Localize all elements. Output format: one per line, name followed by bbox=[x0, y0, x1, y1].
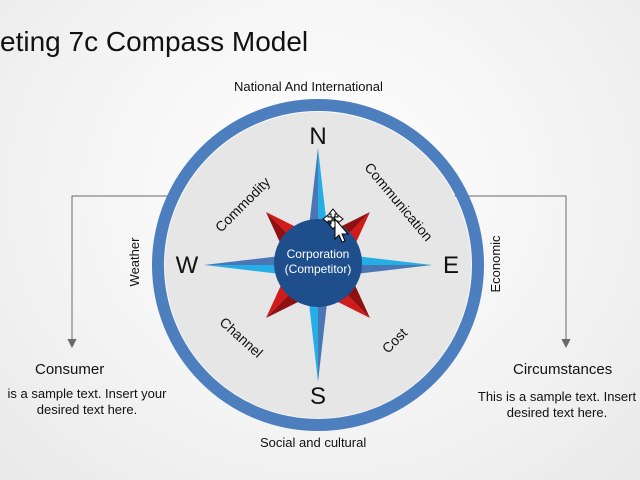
consumer-description[interactable]: is a sample text. Insert your desired te… bbox=[0, 386, 182, 418]
circumstances-desc-line1: This is a sample text. Insert bbox=[477, 389, 637, 404]
direction-south[interactable]: S bbox=[310, 383, 326, 410]
consumer-desc-line2: desired text here. bbox=[36, 402, 138, 417]
economic-label[interactable]: Economic bbox=[488, 235, 503, 293]
circumstances-desc-line2: desired text here. bbox=[506, 405, 608, 420]
left-connector-arrow bbox=[67, 195, 172, 349]
weather-label[interactable]: Weather bbox=[127, 237, 142, 287]
direction-north[interactable]: N bbox=[309, 123, 326, 150]
compass-center-circle bbox=[274, 219, 362, 307]
direction-east[interactable]: E bbox=[443, 252, 459, 279]
consumer-heading[interactable]: Consumer bbox=[35, 361, 105, 378]
bottom-label[interactable]: Social and cultural bbox=[260, 435, 367, 450]
direction-west[interactable]: W bbox=[176, 252, 199, 279]
consumer-desc-line1: is a sample text. Insert your bbox=[7, 386, 167, 401]
top-label[interactable]: National And International bbox=[234, 79, 383, 94]
move-cursor-icon bbox=[322, 208, 350, 243]
circumstances-heading[interactable]: Circumstances bbox=[513, 361, 613, 378]
center-label-line1[interactable]: Corporation bbox=[287, 247, 350, 261]
compass-outer-ring bbox=[152, 99, 484, 431]
circumstances-description[interactable]: This is a sample text. Insert desired te… bbox=[462, 389, 640, 421]
slide-title[interactable]: keting 7c Compass Model bbox=[0, 26, 309, 57]
center-label-line2[interactable]: (Competitor) bbox=[285, 262, 352, 276]
